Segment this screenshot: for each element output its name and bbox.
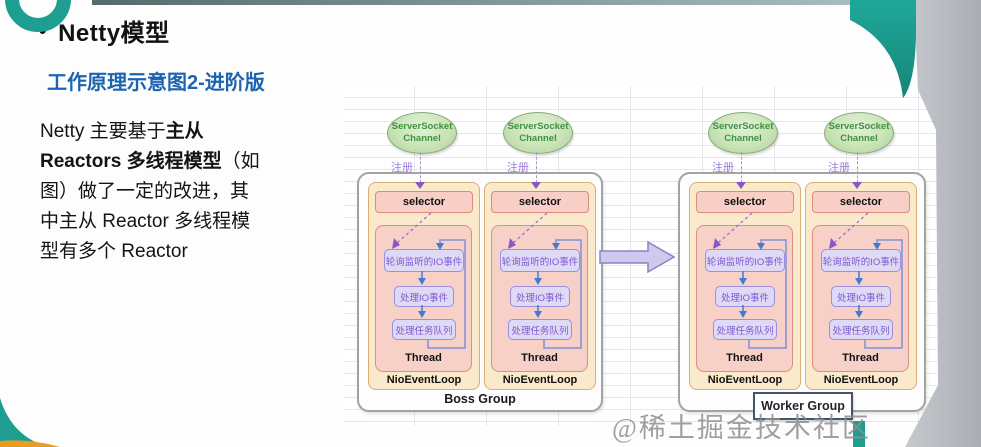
channel-label-line1: ServerSocket <box>507 121 569 133</box>
step-poll-io-events: 轮询监听的IO事件 <box>821 249 901 272</box>
worker-group-label: Worker Group <box>753 392 853 420</box>
body-paragraph: Netty 主要基于主从 Reactors 多线程模型（如图）做了一定的改进，其… <box>40 117 266 267</box>
paragraph-part2-bold: 主从 Reactors 多线程模型 <box>40 121 222 172</box>
register-dashed-line <box>536 152 537 183</box>
paragraph-part3: （如图）做了一定的改进，其中主从 Reactor 多线程模型有多个 Reacto… <box>40 151 260 262</box>
thread-box: 轮询监听的IO事件 处理IO事件 处理任务队列 Thread <box>696 225 793 372</box>
channel-label-line2: Channel <box>519 133 557 144</box>
nio-eventloop-label: NioEventLoop <box>823 374 899 386</box>
thread-box: 轮询监听的IO事件 处理IO事件 处理任务队列 Thread <box>375 225 472 372</box>
nio-eventloop-box: selector 轮询监听的IO事件 处理IO事件 处理任务队列 Thread … <box>368 182 480 390</box>
step-handle-io-events: 处理IO事件 <box>831 286 891 307</box>
thread-label: Thread <box>405 352 442 364</box>
serversocket-channel: ServerSocket Channel 注册 <box>708 112 778 194</box>
register-arrowhead-icon <box>736 182 746 194</box>
bullet-icon: ● <box>38 22 48 39</box>
boss-to-worker-arrow-icon <box>599 240 676 274</box>
serversocket-channel: ServerSocket Channel 注册 <box>387 112 457 194</box>
boss-group-label: Boss Group <box>444 392 516 406</box>
register-dashed-line <box>420 152 421 183</box>
thread-box: 轮询监听的IO事件 处理IO事件 处理任务队列 Thread <box>491 225 588 372</box>
step-handle-task-queue: 处理任务队列 <box>508 319 572 340</box>
nio-eventloop-box: selector 轮询监听的IO事件 处理IO事件 处理任务队列 Thread … <box>689 182 801 390</box>
channel-label-line2: Channel <box>840 133 878 144</box>
watermark: @稀土掘金技术社区 <box>612 413 871 443</box>
register-arrowhead-icon <box>531 182 541 194</box>
register-label: 注册 <box>507 162 529 174</box>
selector-box: selector <box>696 191 794 213</box>
step-handle-task-queue: 处理任务队列 <box>392 319 456 340</box>
thread-box: 轮询监听的IO事件 处理IO事件 处理任务队列 Thread <box>812 225 909 372</box>
worker-group-box: selector 轮询监听的IO事件 处理IO事件 处理任务队列 Thread … <box>678 172 926 412</box>
page-title: ● Netty模型 <box>38 13 170 48</box>
channel-label-line1: ServerSocket <box>712 121 774 133</box>
serversocket-channel: ServerSocket Channel 注册 <box>503 112 573 194</box>
channel-label-line1: ServerSocket <box>828 121 890 133</box>
channel-label-line2: Channel <box>724 133 762 144</box>
step-poll-io-events: 轮询监听的IO事件 <box>500 249 580 272</box>
step-poll-io-events: 轮询监听的IO事件 <box>705 249 785 272</box>
register-dashed-line <box>857 152 858 183</box>
serversocket-channel: ServerSocket Channel 注册 <box>824 112 894 194</box>
register-dashed-line <box>741 152 742 183</box>
nio-eventloop-box: selector 轮询监听的IO事件 处理IO事件 处理任务队列 Thread … <box>805 182 917 390</box>
page-title-text: Netty模型 <box>58 20 170 47</box>
serversocket-channel-ellipse: ServerSocket Channel <box>503 112 573 154</box>
thread-label: Thread <box>726 352 763 364</box>
channel-label-line1: ServerSocket <box>391 121 453 133</box>
step-handle-task-queue: 处理任务队列 <box>829 319 893 340</box>
step-handle-io-events: 处理IO事件 <box>715 286 775 307</box>
selector-box: selector <box>812 191 910 213</box>
register-label: 注册 <box>828 162 850 174</box>
serversocket-channel-ellipse: ServerSocket Channel <box>387 112 457 154</box>
teal-corner-ribbon <box>850 0 916 98</box>
thread-label: Thread <box>521 352 558 364</box>
teal-bottom-left-wedge <box>0 398 48 447</box>
selector-box: selector <box>491 191 589 213</box>
channel-label-line2: Channel <box>403 133 441 144</box>
top-gradient-bar <box>92 0 882 5</box>
boss-group-box: selector 轮询监听的IO事件 处理IO事件 处理任务队列 Thread … <box>357 172 603 412</box>
serversocket-channel-ellipse: ServerSocket Channel <box>824 112 894 154</box>
nio-eventloop-label: NioEventLoop <box>707 374 783 386</box>
selector-box: selector <box>375 191 473 213</box>
paragraph-part1: Netty 主要基于 <box>40 121 166 142</box>
register-arrowhead-icon <box>852 182 862 194</box>
nio-eventloop-box: selector 轮询监听的IO事件 处理IO事件 处理任务队列 Thread … <box>484 182 596 390</box>
step-handle-io-events: 处理IO事件 <box>510 286 570 307</box>
step-handle-task-queue: 处理任务队列 <box>713 319 777 340</box>
section-subtitle: 工作原理示意图2-进阶版 <box>47 72 265 94</box>
nio-eventloop-label: NioEventLoop <box>386 374 462 386</box>
nio-eventloop-label: NioEventLoop <box>502 374 578 386</box>
thread-label: Thread <box>842 352 879 364</box>
register-arrowhead-icon <box>415 182 425 194</box>
orange-bottom-left-strip <box>0 440 60 447</box>
serversocket-channel-ellipse: ServerSocket Channel <box>708 112 778 154</box>
step-poll-io-events: 轮询监听的IO事件 <box>384 249 464 272</box>
register-label: 注册 <box>391 162 413 174</box>
register-label: 注册 <box>712 162 734 174</box>
step-handle-io-events: 处理IO事件 <box>394 286 454 307</box>
